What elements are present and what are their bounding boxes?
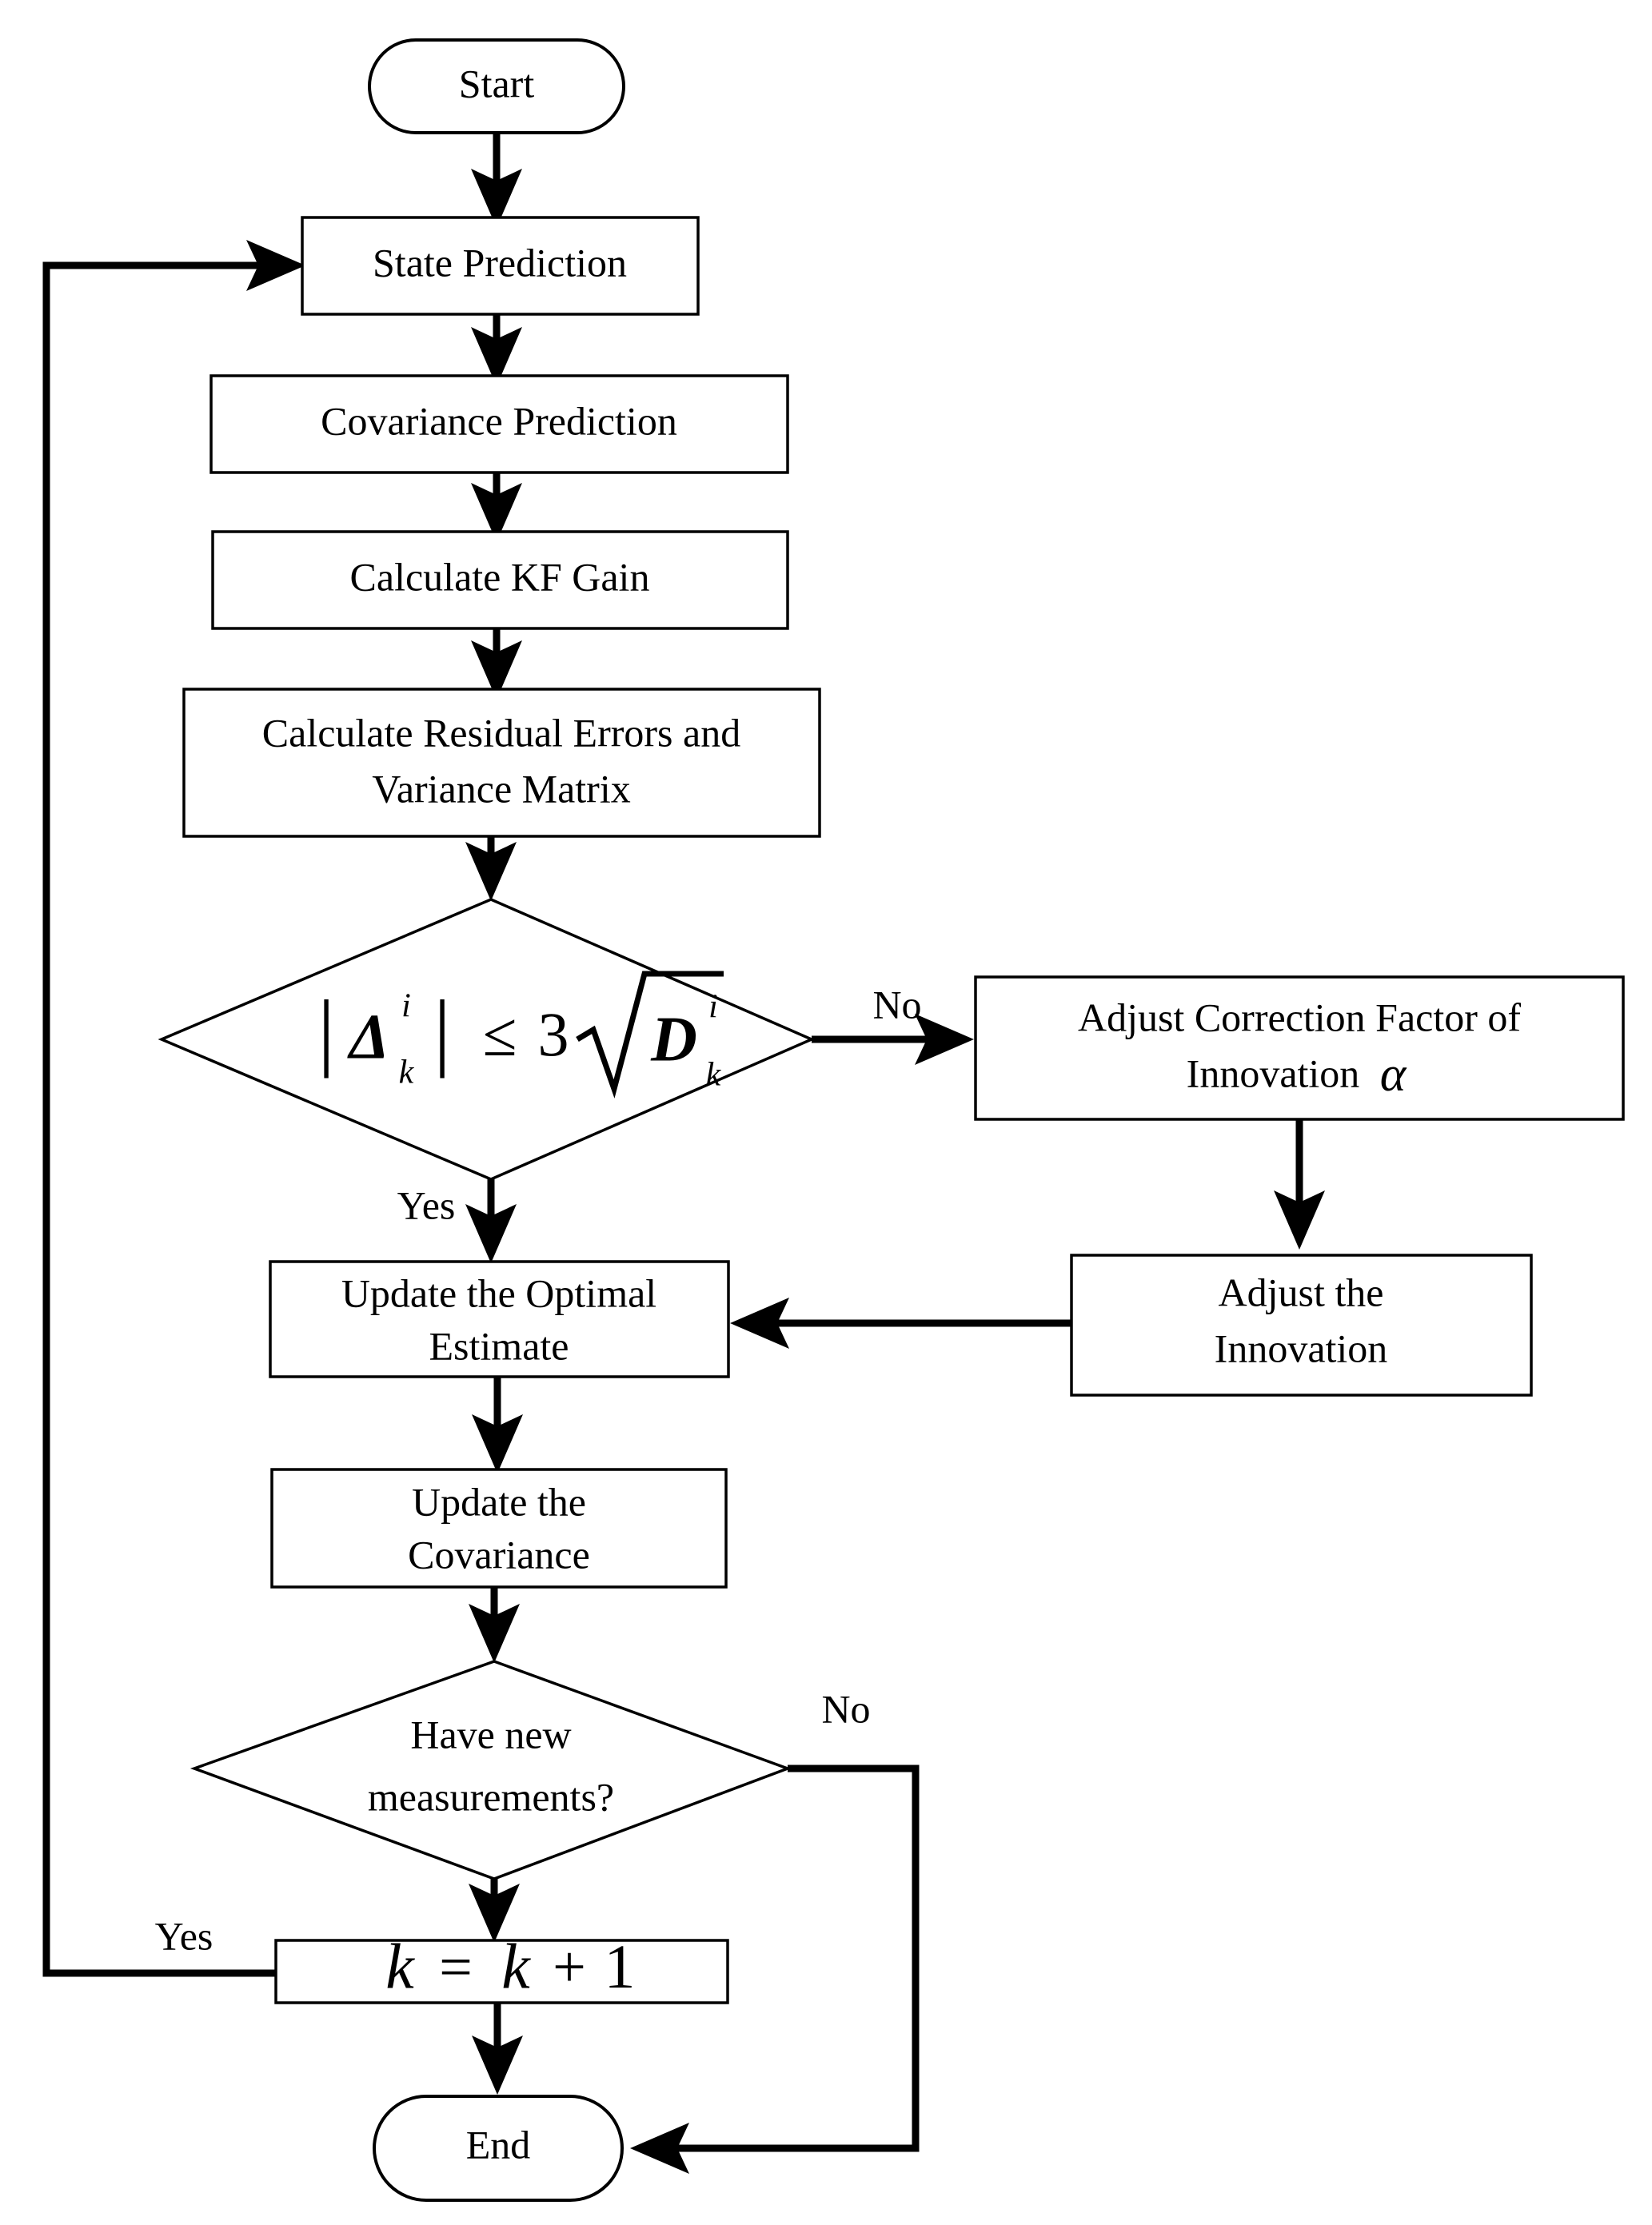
node-increment-k[interactable]: k = k + 1 bbox=[274, 1932, 729, 2004]
edge-decision-residual-yes bbox=[465, 1179, 517, 1263]
node-decision-new-measurements-label-line2: measurements? bbox=[368, 1774, 614, 1819]
formula-radicand-superscript: i bbox=[708, 989, 718, 1026]
edge-kf-gain-to-residual bbox=[471, 628, 522, 700]
node-update-optimal-estimate[interactable]: Update the Optimal Estimate bbox=[269, 1260, 730, 1378]
edge-update-covariance-to-decision-measurements bbox=[469, 1587, 520, 1663]
edge-adjust-innovation-to-update-optimal bbox=[730, 1298, 1071, 1349]
formula-k-lhs: k bbox=[385, 1932, 415, 2002]
edge-covariance-prediction-to-kf-gain bbox=[471, 472, 522, 542]
node-start[interactable]: Start bbox=[368, 38, 625, 134]
formula-delta: Δ bbox=[347, 1002, 389, 1072]
formula-k-plus: + bbox=[553, 1935, 586, 2000]
edge-decision-measurements-yes bbox=[469, 1879, 520, 1943]
formula-delta-superscript: i bbox=[401, 988, 411, 1025]
node-end[interactable]: End bbox=[373, 2095, 624, 2202]
formula-radical-sign bbox=[576, 971, 724, 1099]
node-state-prediction[interactable]: State Prediction bbox=[301, 216, 700, 316]
edge-label-measurements-no: No bbox=[821, 1686, 870, 1731]
formula-radicand: D bbox=[650, 1004, 697, 1075]
node-adjust-correction-factor-label-line1: Adjust Correction Factor of bbox=[1078, 995, 1521, 1039]
node-covariance-prediction-label: Covariance Prediction bbox=[321, 398, 677, 443]
edge-increment-k-to-end bbox=[472, 2000, 523, 2095]
edge-label-residual-yes: Yes bbox=[397, 1182, 456, 1227]
formula-radicand-subscript: k bbox=[706, 1057, 722, 1094]
edge-correction-factor-to-adjust-innovation bbox=[1274, 1119, 1325, 1250]
node-calculate-residual-label-line2: Variance Matrix bbox=[372, 766, 630, 811]
node-decision-new-measurements[interactable]: Have new measurements? bbox=[190, 1660, 792, 1880]
node-decision-residual[interactable]: | Δ i k | ≤ 3 D i k bbox=[158, 898, 816, 1181]
node-adjust-correction-factor-alpha-symbol: α bbox=[1380, 1047, 1407, 1102]
node-update-covariance-label-line2: Covariance bbox=[408, 1532, 590, 1577]
node-calculate-kf-gain[interactable]: Calculate KF Gain bbox=[211, 530, 789, 630]
edge-start-to-state-prediction bbox=[471, 132, 522, 228]
formula-k-rhs-num: 1 bbox=[605, 1932, 636, 2001]
node-state-prediction-label: State Prediction bbox=[373, 240, 627, 285]
node-start-label: Start bbox=[459, 61, 535, 106]
increment-k-formula: k = k + 1 bbox=[385, 1932, 635, 2002]
formula-k-equals: = bbox=[439, 1935, 473, 2000]
node-update-optimal-estimate-label-line2: Estimate bbox=[429, 1323, 569, 1368]
formula-coefficient: 3 bbox=[538, 999, 569, 1069]
node-update-optimal-estimate-label-line1: Update the Optimal bbox=[341, 1270, 656, 1315]
node-covariance-prediction[interactable]: Covariance Prediction bbox=[209, 374, 789, 474]
node-end-label: End bbox=[466, 2122, 531, 2167]
node-adjust-innovation[interactable]: Adjust the Innovation bbox=[1070, 1254, 1533, 1397]
node-calculate-residual-label-line1: Calculate Residual Errors and bbox=[262, 710, 740, 755]
decision-residual-formula: | Δ i k | ≤ 3 D i k bbox=[317, 971, 724, 1099]
edge-residual-to-decision-residual bbox=[465, 835, 517, 901]
edge-label-residual-no: No bbox=[872, 982, 921, 1027]
node-adjust-innovation-label-line2: Innovation bbox=[1215, 1326, 1388, 1370]
formula-relation: ≤ bbox=[483, 999, 517, 1069]
node-update-covariance-label-line1: Update the bbox=[412, 1479, 586, 1524]
formula-delta-subscript: k bbox=[399, 1055, 415, 1091]
edge-increment-k-feedback-to-state-prediction bbox=[42, 240, 305, 1977]
node-adjust-correction-factor-label-line2: Innovation bbox=[1187, 1051, 1360, 1095]
edge-label-measurements-yes: Yes bbox=[155, 1913, 213, 1958]
edge-state-prediction-to-covariance-prediction bbox=[471, 314, 522, 386]
node-calculate-residual[interactable]: Calculate Residual Errors and Variance M… bbox=[182, 688, 821, 838]
edge-update-optimal-to-update-covariance bbox=[472, 1377, 523, 1473]
edge-decision-residual-no bbox=[812, 1014, 974, 1065]
node-calculate-kf-gain-label: Calculate KF Gain bbox=[350, 554, 650, 599]
formula-abs-bar-right: | bbox=[433, 983, 451, 1079]
node-decision-new-measurements-label-line1: Have new bbox=[410, 1712, 571, 1756]
edge-decision-measurements-no bbox=[630, 1764, 920, 2174]
node-update-covariance[interactable]: Update the Covariance bbox=[270, 1468, 728, 1589]
formula-k-rhs-var: k bbox=[501, 1932, 531, 2002]
formula-abs-bar-left: | bbox=[317, 983, 335, 1079]
node-adjust-innovation-label-line1: Adjust the bbox=[1219, 1270, 1384, 1314]
node-adjust-correction-factor[interactable]: Adjust Correction Factor of Innovation α bbox=[974, 975, 1625, 1121]
